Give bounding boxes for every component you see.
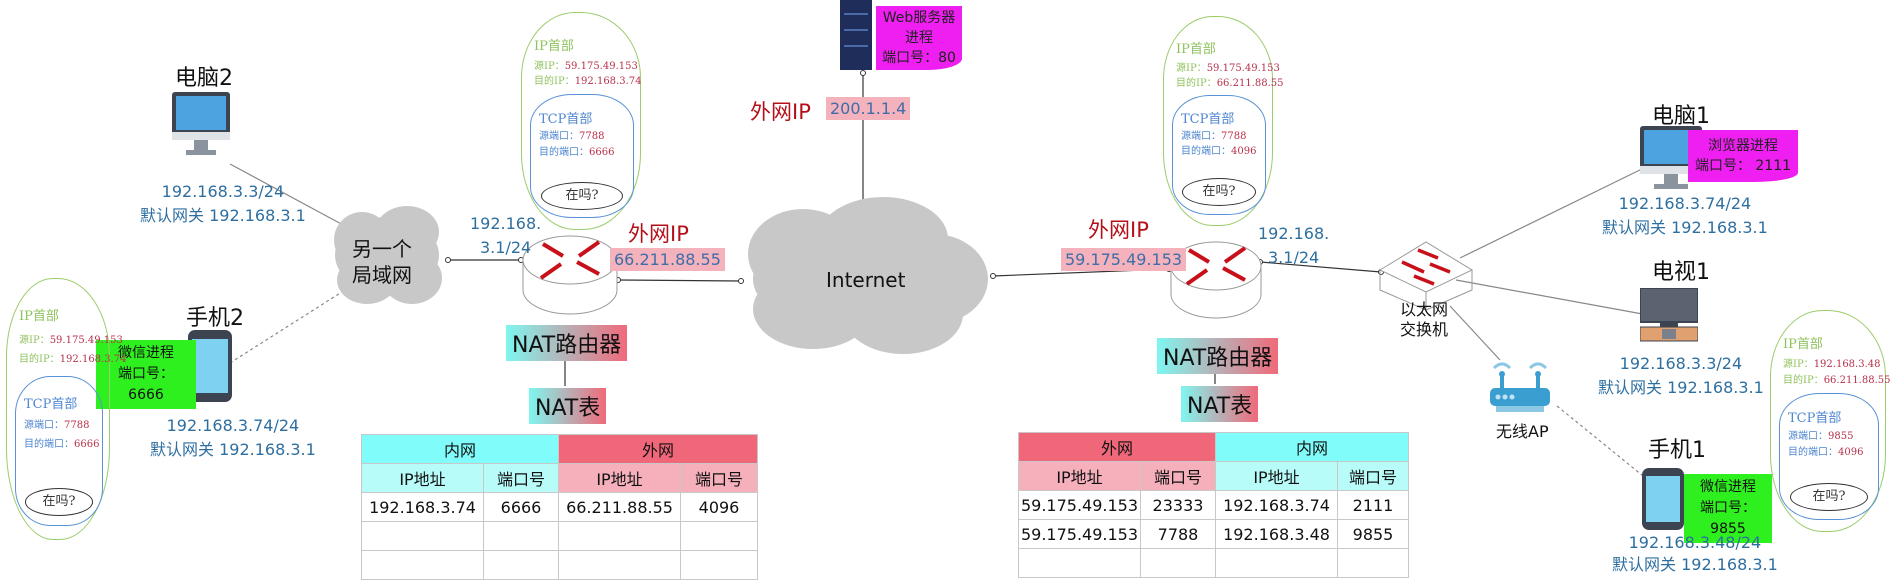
- dst-port: 目的端口：4096: [1181, 145, 1257, 157]
- pc1-name: 电脑1: [1652, 104, 1710, 129]
- nat-table-left-label: NAT表: [529, 388, 607, 424]
- ethernet-switch-icon[interactable]: [1378, 240, 1476, 312]
- packet-note: IP首部 源IP：59.175.49.153 目的IP：192.168.3.74…: [521, 12, 641, 230]
- router-left-name: NAT路由器: [506, 325, 628, 361]
- ip-header-title: IP首部: [19, 309, 59, 325]
- tcp-header-box: TCP首部 源端口：7788 目的端口：4096 在吗?: [1172, 94, 1266, 215]
- router-left-icon[interactable]: [521, 232, 621, 318]
- lan-cloud-label: 另一个局域网: [352, 237, 412, 287]
- phone1-name: 手机1: [1648, 438, 1706, 463]
- link-switch-tv1: [1455, 279, 1649, 316]
- src-port: 源端口：7788: [1181, 131, 1247, 143]
- router-right-name: NAT路由器: [1157, 338, 1279, 374]
- phone1-process-tag: 微信进程端口号： 9855: [1684, 474, 1772, 543]
- tv-icon[interactable]: [1640, 288, 1698, 344]
- server-icon: [840, 0, 872, 70]
- dst-port: 目的端口：4096: [1788, 446, 1864, 458]
- packet-note: IP首部 源IP：192.168.3.48 目的IP：66.211.88.55 …: [1770, 310, 1890, 532]
- router-right-wan-label: 外网IP: [1088, 218, 1149, 242]
- link-switch-pc1: [1459, 165, 1649, 259]
- table-row: [1018, 548, 1409, 578]
- dst-port: 目的端口：6666: [539, 146, 615, 158]
- server-wan-ip: 200.1.1.4: [826, 97, 911, 120]
- table-row: [361, 521, 758, 551]
- tcp-header-title: TCP首部: [24, 396, 78, 412]
- packet-note: IP首部 源IP：59.175.49.153 目的IP：66.211.88.55…: [1163, 16, 1283, 226]
- tcp-header-box: TCP首部 源端口：9855 目的端口：4096 在吗?: [1779, 393, 1879, 520]
- web-server-process-tag: Web服务器进程端口号：80: [876, 6, 962, 70]
- lan-cloud-icon: [334, 206, 442, 304]
- link-phone2-lan: [229, 289, 346, 364]
- src-ip: 源IP：59.175.49.153: [1176, 63, 1280, 74]
- dst-ip: 目的IP：66.211.88.55: [1783, 374, 1890, 386]
- tcp-header-box: TCP首部 源端口：7788 目的端口：6666 在吗?: [15, 375, 103, 526]
- ip-header-title: IP首部: [1783, 337, 1823, 353]
- src-port: 源端口：9855: [1788, 431, 1854, 443]
- table-row: [361, 550, 758, 580]
- tv1-name: 电视1: [1652, 260, 1710, 285]
- message-bubble: 在吗?: [24, 488, 94, 517]
- phone2-name: 手机2: [186, 306, 244, 331]
- link-ap-phone1: [1556, 405, 1649, 481]
- link-switch-ap: [1449, 305, 1501, 361]
- phone-icon[interactable]: [1642, 468, 1684, 530]
- message-bubble: 在吗?: [1182, 178, 1256, 207]
- link-router-right-switch: [1259, 261, 1382, 273]
- message-bubble: 在吗?: [1789, 483, 1869, 512]
- wireless-ap-icon[interactable]: [1488, 358, 1552, 414]
- pc2-name: 电脑2: [175, 66, 233, 91]
- src-port: 源端口：7788: [539, 131, 605, 143]
- ap-label: 无线AP: [1496, 422, 1549, 441]
- router-left-wan-label: 外网IP: [628, 222, 689, 246]
- switch-label: 以太网交换机: [1400, 300, 1449, 339]
- router-right-lan-ip: 192.168.3.1/24: [1258, 224, 1330, 267]
- pc1-process-tag: 浏览器进程端口号： 2111: [1688, 130, 1798, 182]
- src-ip: 源IP：59.175.49.153: [19, 335, 123, 347]
- router-right-wan-ip: 59.175.49.153: [1061, 248, 1187, 271]
- tcp-header-box: TCP首部 源端口：7788 目的端口：6666 在吗?: [530, 93, 634, 219]
- dst-ip: 目的IP：66.211.88.55: [1176, 77, 1284, 89]
- message-bubble: 在吗?: [541, 181, 623, 210]
- packet-note: IP首部 源IP：59.175.49.153 目的IP：192.168.3.74…: [6, 278, 126, 540]
- tcp-header-title: TCP首部: [539, 111, 593, 127]
- nat-table-right-label: NAT表: [1181, 386, 1259, 422]
- dst-port: 目的端口：6666: [24, 438, 100, 450]
- phone2-process-tag: 微信进程端口号：6666: [96, 340, 196, 409]
- router-left-wan-ip: 66.211.88.55: [610, 248, 725, 271]
- src-port: 源端口：7788: [24, 420, 90, 432]
- link-pc2-lan: [229, 163, 346, 227]
- tcp-header-title: TCP首部: [1788, 411, 1842, 427]
- src-ip: 源IP：59.175.49.153: [534, 60, 638, 72]
- link-router-left-internet: [617, 279, 742, 282]
- phone-icon[interactable]: [188, 330, 232, 402]
- ip-header-title: IP首部: [534, 38, 574, 54]
- tcp-header-title: TCP首部: [1181, 112, 1235, 128]
- dst-ip: 目的IP：192.168.3.74: [19, 353, 127, 365]
- ip-header-title: IP首部: [1176, 42, 1216, 57]
- internet-label: Internet: [826, 268, 906, 292]
- router-left-lan-ip: 192.168.3.1/24: [470, 214, 542, 257]
- server-wan-label: 外网IP: [750, 100, 811, 124]
- dst-ip: 目的IP：192.168.3.74: [534, 75, 642, 87]
- monitor-icon[interactable]: [172, 92, 230, 162]
- internet-cloud-icon: [748, 197, 988, 354]
- src-ip: 源IP：192.168.3.48: [1783, 359, 1881, 371]
